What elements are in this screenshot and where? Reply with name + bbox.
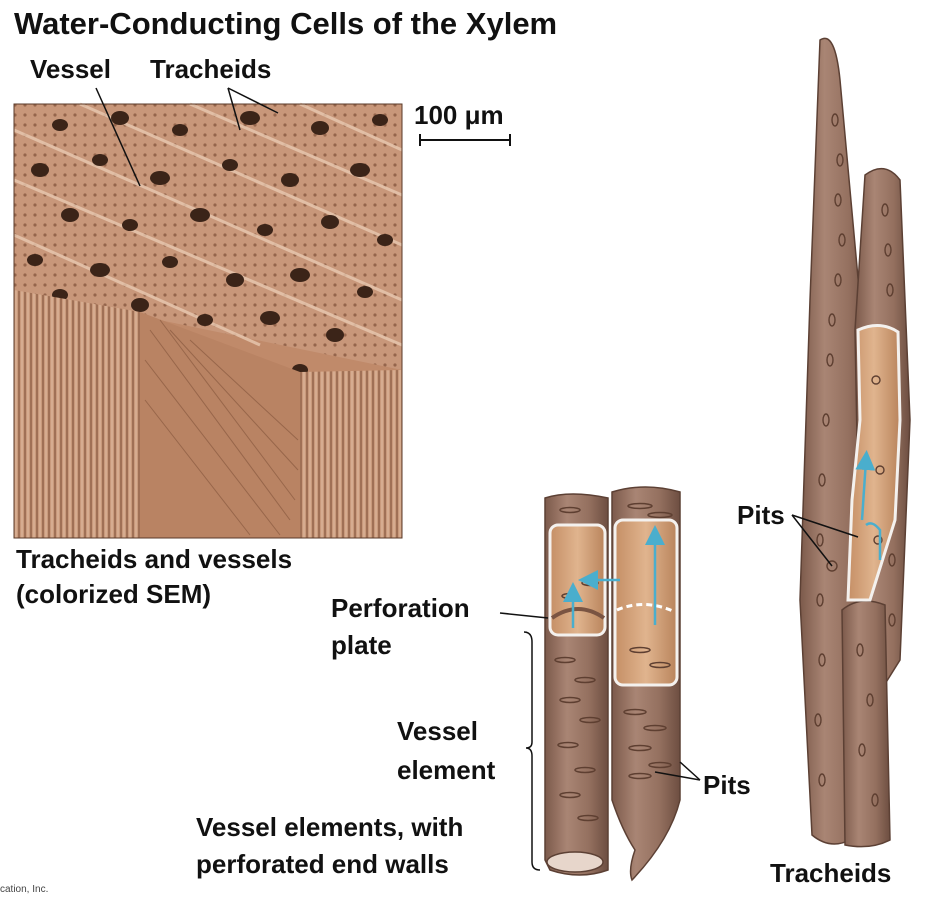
vessel-element-label-line2: element (397, 755, 496, 785)
copyright-footer: cation, Inc. (0, 884, 49, 895)
vessel-pits-leader-1 (654, 771, 701, 781)
vessel-pits-leader-2 (679, 761, 701, 781)
vessel-caption-line1: Vessel elements, with (196, 812, 464, 842)
tracheid-pits-leader-2 (791, 514, 833, 567)
tracheids-leader-line-2 (227, 87, 279, 114)
sem-caption-line2: (colorized SEM) (16, 579, 212, 609)
vessel-element-label-line1: Vessel (397, 716, 478, 746)
tracheids-diagram (799, 37, 911, 848)
perforation-leader-line (499, 612, 549, 619)
sem-micrograph (13, 102, 403, 539)
vessel-label: Vessel (30, 54, 111, 84)
tracheids-caption: Tracheids (770, 858, 892, 888)
vessel-elements-diagram (544, 486, 681, 882)
vessel-caption-line2: perforated end walls (196, 849, 449, 879)
tracheid-pits-label: Pits (737, 500, 785, 530)
figure-title: Water-Conducting Cells of the Xylem (14, 6, 558, 41)
scale-bar (419, 134, 511, 146)
tracheids-leader-line-1 (227, 87, 241, 131)
scale-bar-label: 100 μm (414, 100, 504, 130)
tracheids-label: Tracheids (150, 54, 272, 84)
perforation-plate-label-line2: plate (331, 630, 392, 660)
perforation-plate-label-line1: Perforation (331, 593, 470, 623)
vessel-pits-label: Pits (703, 770, 751, 800)
vessel-element-bracket (523, 631, 541, 871)
vessel-leader-line (95, 87, 141, 187)
tracheid-pits-leader-1 (791, 514, 859, 538)
sem-caption-line1: Tracheids and vessels (16, 544, 293, 574)
